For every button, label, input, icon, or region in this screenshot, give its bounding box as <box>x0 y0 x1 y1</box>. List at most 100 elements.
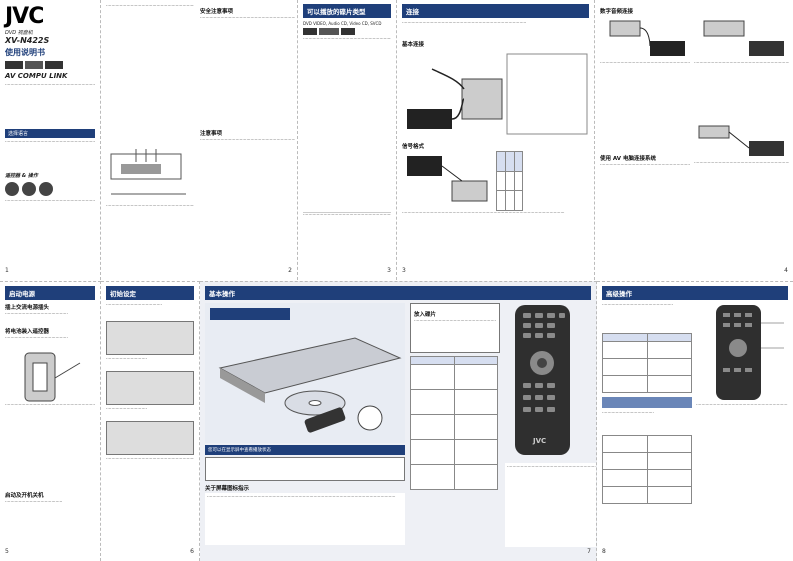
battery-text: ········································… <box>5 336 68 341</box>
logo-strip <box>5 61 95 69</box>
advanced-notes: ········································… <box>696 403 788 408</box>
page-number: 3 <box>402 267 406 274</box>
basic-connection-diagram <box>407 53 588 135</box>
basic-operation-page: 基本操作 您可以在显示屏中查看播放状态 关于屏幕图标指示 ···········… <box>200 281 597 561</box>
setup-notes: ········································… <box>106 457 194 462</box>
setup-screen-3 <box>106 421 194 455</box>
safety-title: 安全注意事项 <box>200 9 234 15</box>
digital-audio-page: 数字音频连接 ·································… <box>595 0 793 280</box>
setup-screen-2 <box>106 371 194 405</box>
digital-text-2: ········································… <box>694 61 789 66</box>
video-connection-diagram <box>407 156 488 202</box>
av-compu-link: AV COMPU LINK <box>5 72 68 80</box>
connections-title: 连接 <box>402 4 589 18</box>
battery-title: 将电池装入遥控器 <box>5 329 50 335</box>
page-number: 6 <box>190 548 194 555</box>
advanced-table-1 <box>602 333 692 393</box>
player-illustration <box>205 303 405 443</box>
battery-diagram <box>24 352 81 402</box>
digital-text-1: ········································… <box>600 61 690 66</box>
setup-step-1: ······························ <box>106 357 147 362</box>
setup-title: 初始设定 <box>106 286 194 300</box>
safety-text-left2: ········································… <box>106 204 194 209</box>
remote-control-illustration: JVC <box>515 305 570 455</box>
front-panel-display <box>205 457 405 481</box>
advanced-operation-page: 高级操作 ···································… <box>597 281 793 561</box>
advanced-intro: ········································… <box>602 303 674 308</box>
vcd-icon <box>319 28 339 35</box>
initial-setup-page: 初始设定 ···································… <box>101 281 200 561</box>
remote-text: ········································… <box>5 199 95 204</box>
page-number: 7 <box>587 548 591 555</box>
page-number: 5 <box>5 548 9 555</box>
connections-page: 连接 ·····································… <box>397 0 595 280</box>
dolby-logo-icon <box>45 61 63 69</box>
av-link-diagram <box>698 125 784 156</box>
connections-notes: ········································… <box>402 211 565 216</box>
plug-text: ········································… <box>5 312 68 317</box>
signal-table <box>496 151 524 211</box>
dvd-logo-icon <box>5 61 23 69</box>
power-title: 启动电源 <box>5 286 95 300</box>
basic-connection-title: 基本连接 <box>402 42 425 48</box>
insert-disc-title: 放入碟片 <box>414 312 437 318</box>
safety-text-right: ········································… <box>200 16 295 21</box>
setup-step-2: ······························ <box>106 407 147 412</box>
dvd-button-icon <box>22 182 36 196</box>
av-text: ········································… <box>600 163 690 168</box>
disc-text: ········································… <box>303 37 391 42</box>
safety-page: ········································… <box>101 0 298 280</box>
operation-table <box>410 356 498 490</box>
table-title: 信号格式 <box>402 144 425 150</box>
power-on-title: 启动及开机关机 <box>5 493 44 499</box>
notes-title: 注意事项 <box>200 131 223 137</box>
page-number: 1 <box>5 267 9 274</box>
svg-text:JVC: JVC <box>532 437 546 445</box>
power-on-text: ········································… <box>5 500 63 505</box>
disc-footnote: ········································… <box>303 212 391 263</box>
ventilation-diagram <box>110 149 186 195</box>
brand-logo: JVC <box>5 4 44 29</box>
page-number: 8 <box>602 548 606 555</box>
intro-text: ········································… <box>5 83 95 88</box>
zoom-section-bar <box>602 397 692 408</box>
basic-operation-title: 基本操作 <box>205 286 591 300</box>
insert-disc-box: 放入碟片 ···································… <box>410 303 500 353</box>
model-number: XV-N422S <box>5 36 50 45</box>
display-callout: 您可以在显示屏中查看播放状态 <box>205 445 405 455</box>
notes-text: ········································… <box>200 138 295 143</box>
connections-intro: ········································… <box>402 21 527 26</box>
display-icons-title: 关于屏幕图标指示 <box>205 486 250 492</box>
cd-button-icon <box>39 182 53 196</box>
advanced-title: 高级操作 <box>602 286 788 300</box>
advanced-remote-illustration <box>716 305 784 400</box>
av-text-2: ········································… <box>694 161 789 166</box>
digital-diagram-1 <box>609 20 685 56</box>
product-name: DVD 视盘机 <box>5 30 33 36</box>
language-heading: 选择语言 <box>5 129 95 138</box>
vcd-logo-icon <box>25 61 43 69</box>
discs-page: 可以播放的碟片类型 DVD VIDEO, Audio CD, Video CD,… <box>298 0 397 280</box>
remote-heading: 遥控器 & 操作 <box>5 173 38 179</box>
safety-text-left: ········································… <box>106 4 194 9</box>
battery-notes: ········································… <box>5 403 95 408</box>
page-number: 2 <box>288 267 292 274</box>
cd-icon <box>341 28 355 35</box>
all-button-icon <box>5 182 19 196</box>
manual-title: 使用说明书 <box>5 48 45 57</box>
discs-title: 可以播放的碟片类型 <box>303 4 391 18</box>
remote-button-row <box>5 182 95 196</box>
page-number: 4 <box>784 267 788 274</box>
setup-intro: ········································… <box>106 303 163 308</box>
plug-in-title: 插上交流电源插头 <box>5 305 50 311</box>
language-text: ········································… <box>5 140 95 145</box>
digital-audio-title: 数字音频连接 <box>600 9 634 15</box>
remote-notes: ········································… <box>505 463 596 547</box>
page-number: 3 <box>387 267 391 274</box>
advanced-table-2 <box>602 435 692 504</box>
disc-types: DVD VIDEO, Audio CD, Video CD, SVCD <box>303 21 382 26</box>
insert-disc-text: ········································… <box>414 319 496 324</box>
setup-screen-1 <box>106 321 194 355</box>
zoom-text: ······································ <box>602 411 654 416</box>
power-page: 启动电源 插上交流电源插头 ··························… <box>0 281 101 561</box>
